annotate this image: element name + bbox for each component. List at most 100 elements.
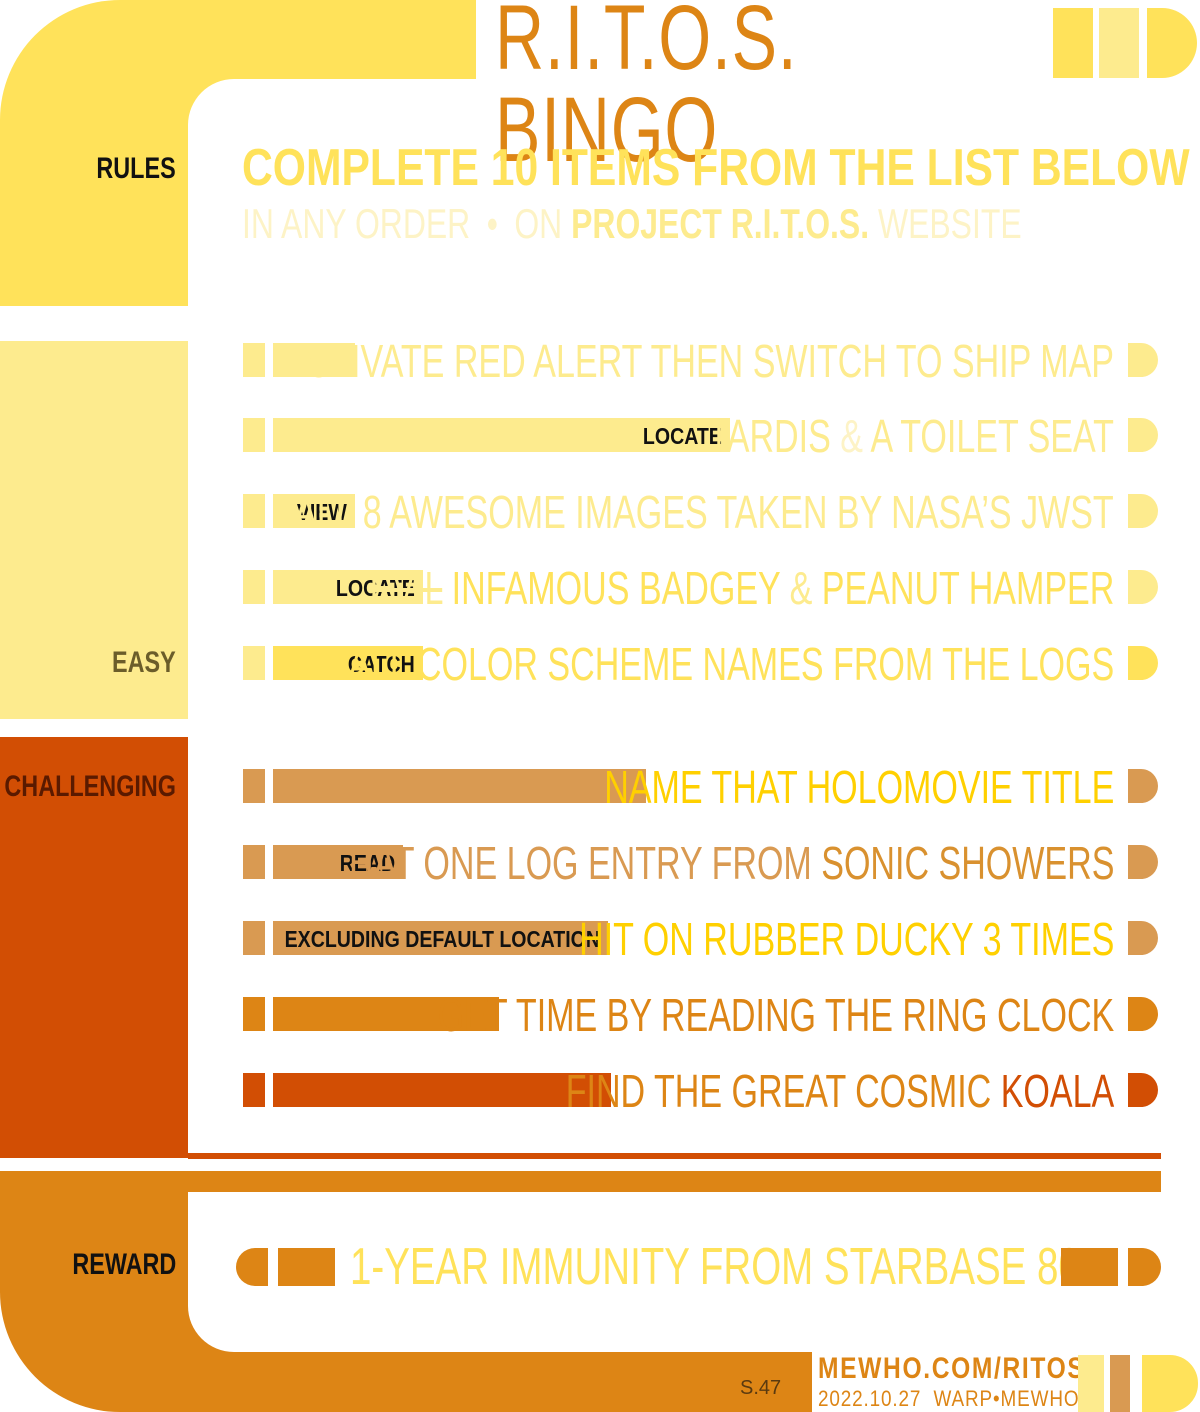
text-part: TARDIS [708, 410, 831, 462]
frame-challenging-block [0, 737, 188, 1158]
challenging-item-2-tag: READ [339, 850, 395, 876]
challenging-item-2-text: THAT ONE LOG ENTRY FROM SONIC SHOWERS [328, 837, 1114, 889]
easy-item-1[interactable]: ACTIVATE RED ALERT THEN SWITCH TO SHIP M… [243, 335, 1158, 387]
text-part: FIND THE GREAT COSMIC [565, 1065, 992, 1117]
row-bar [273, 769, 646, 803]
challenging-item-3-tag: EXCLUDING DEFAULT LOCATION [284, 926, 600, 952]
row-cap [243, 997, 265, 1031]
frame-reward-bar [188, 1171, 1161, 1192]
title-cap-3 [1147, 8, 1197, 78]
challenging-item-3-text: HIT ON RUBBER DUCKY 3 TIMES [578, 913, 1114, 965]
text-part: PEANUT HAMPER [821, 562, 1114, 614]
row-cap [243, 343, 265, 377]
footer-credit-warp: WARP [933, 1386, 994, 1411]
row-end-cap [1128, 343, 1158, 377]
easy-item-4[interactable]: LOCATE EVIL INFAMOUS BADGEY & PEANUT HAM… [243, 562, 1158, 614]
ampersand: & [840, 410, 863, 462]
row-end-cap [1128, 418, 1158, 452]
footer-credit-bullet: • [993, 1386, 1001, 1411]
row-end-cap [1128, 646, 1158, 680]
footer-url[interactable]: MEWHO.COM/RITOS [818, 1352, 1086, 1385]
row-end-cap [1128, 1073, 1158, 1107]
row-end-cap [1128, 845, 1158, 879]
easy-item-5-tag: CATCH [348, 651, 415, 677]
rules-any-order: IN ANY ORDER [242, 200, 471, 247]
row-bar: EXCLUDING DEFAULT LOCATION [273, 921, 608, 955]
challenging-item-1[interactable]: NAME THAT HOLOMOVIE TITLE [243, 761, 1158, 813]
row-end-cap [1128, 997, 1158, 1031]
footer-credit-mewho: MEWHO [1000, 1386, 1080, 1411]
footer-date: 2022.10.27 [818, 1386, 922, 1411]
row-bar [273, 1073, 611, 1107]
text-part: A TOILET SEAT [870, 410, 1114, 462]
reward-left-bar [278, 1248, 335, 1286]
easy-item-2[interactable]: LOCATE TARDIS & A TOILET SEAT [243, 410, 1158, 462]
row-bar: LOCATE [273, 570, 423, 604]
row-end-cap [1128, 570, 1158, 604]
row-bar: LOCATE [273, 418, 730, 452]
row-cap [243, 418, 265, 452]
row-cap [243, 769, 265, 803]
section-label-challenging: CHALLENGING [4, 770, 176, 803]
rules-headline: COMPLETE 10 ITEMS FROM THE LIST BELOW [242, 139, 1190, 197]
row-end-cap [1128, 921, 1158, 955]
challenging-item-2[interactable]: READ THAT ONE LOG ENTRY FROM SONIC SHOWE… [243, 837, 1158, 889]
text-part: THAT ONE LOG ENTRY FROM [327, 837, 812, 889]
easy-item-3[interactable]: VIEW ALL 8 AWESOME IMAGES TAKEN BY NASA’… [243, 486, 1158, 538]
row-cap [243, 494, 265, 528]
row-cap [243, 845, 265, 879]
rules-website: WEBSITE [877, 200, 1022, 247]
section-label-reward: REWARD [71, 1248, 176, 1281]
title-cap-1 [1053, 8, 1093, 78]
row-end-cap [1128, 769, 1158, 803]
ampersand: & [789, 562, 812, 614]
text-part: KOALA [1000, 1065, 1114, 1117]
text-part: SONIC SHOWERS [820, 837, 1114, 889]
challenging-item-1-text: NAME THAT HOLOMOVIE TITLE [603, 761, 1114, 813]
challenging-item-5[interactable]: FIND THE GREAT COSMIC KOALA [243, 1065, 1158, 1117]
easy-item-5[interactable]: CATCH ALL COLOR SCHEME NAMES FROM THE LO… [243, 638, 1158, 690]
footer-cap-2 [1110, 1355, 1130, 1412]
easy-item-3-text: ALL 8 AWESOME IMAGES TAKEN BY NASA’S JWS… [294, 486, 1114, 538]
reward-left-cap [236, 1248, 268, 1286]
row-bar [273, 343, 355, 377]
challenging-item-4[interactable]: GET TIME BY READING THE RING CLOCK [243, 989, 1158, 1041]
section-label-rules: RULES [96, 152, 176, 185]
rules-subline: IN ANY ORDER • ON PROJECT R.I.T.O.S. WEB… [242, 200, 1022, 248]
frame-easy-block [0, 341, 188, 719]
footer-cap-3 [1142, 1355, 1198, 1412]
easy-item-1-text: ACTIVATE RED ALERT THEN SWITCH TO SHIP M… [282, 335, 1114, 387]
row-cap [243, 646, 265, 680]
row-cap [243, 1073, 265, 1107]
challenging-item-3[interactable]: EXCLUDING DEFAULT LOCATION HIT ON RUBBER… [243, 913, 1158, 965]
footer-code: S.47 [740, 1377, 782, 1399]
title-cap-2 [1099, 8, 1139, 78]
row-cap [243, 921, 265, 955]
frame-inner-corner [188, 79, 488, 319]
reward-text: 1-YEAR IMMUNITY FROM STARBASE 80 [350, 1238, 1080, 1296]
rules-bullet: • [486, 200, 498, 247]
easy-item-2-text: TARDIS & A TOILET SEAT [709, 410, 1114, 462]
easy-item-4-tag: LOCATE [336, 575, 415, 601]
frame-divider-line [188, 1153, 1161, 1159]
text-part: INFAMOUS BADGEY [451, 562, 780, 614]
easy-item-4-text: EVIL INFAMOUS BADGEY & PEANUT HAMPER [369, 562, 1114, 614]
rules-on: ON [514, 200, 563, 247]
strike-word: EVIL [369, 562, 442, 614]
easy-item-3-tag: VIEW [297, 499, 347, 525]
rules-project-link[interactable]: PROJECT R.I.T.O.S. [571, 200, 870, 247]
row-bar: CATCH [273, 646, 423, 680]
reward-right-bar [1061, 1248, 1118, 1286]
reward-right-cap [1128, 1248, 1161, 1286]
row-bar [273, 997, 499, 1031]
row-cap [243, 570, 265, 604]
row-bar: VIEW [273, 494, 355, 528]
challenging-item-5-text: FIND THE GREAT COSMIC KOALA [565, 1065, 1114, 1117]
footer-divider [800, 1352, 812, 1412]
row-bar: READ [273, 845, 403, 879]
easy-item-5-text: ALL COLOR SCHEME NAMES FROM THE LOGS [347, 638, 1114, 690]
footer-cap-1 [1078, 1355, 1104, 1412]
page-title: R.I.T.O.S. BINGO [495, 0, 798, 181]
row-end-cap [1128, 494, 1158, 528]
section-label-easy: EASY [112, 646, 176, 679]
